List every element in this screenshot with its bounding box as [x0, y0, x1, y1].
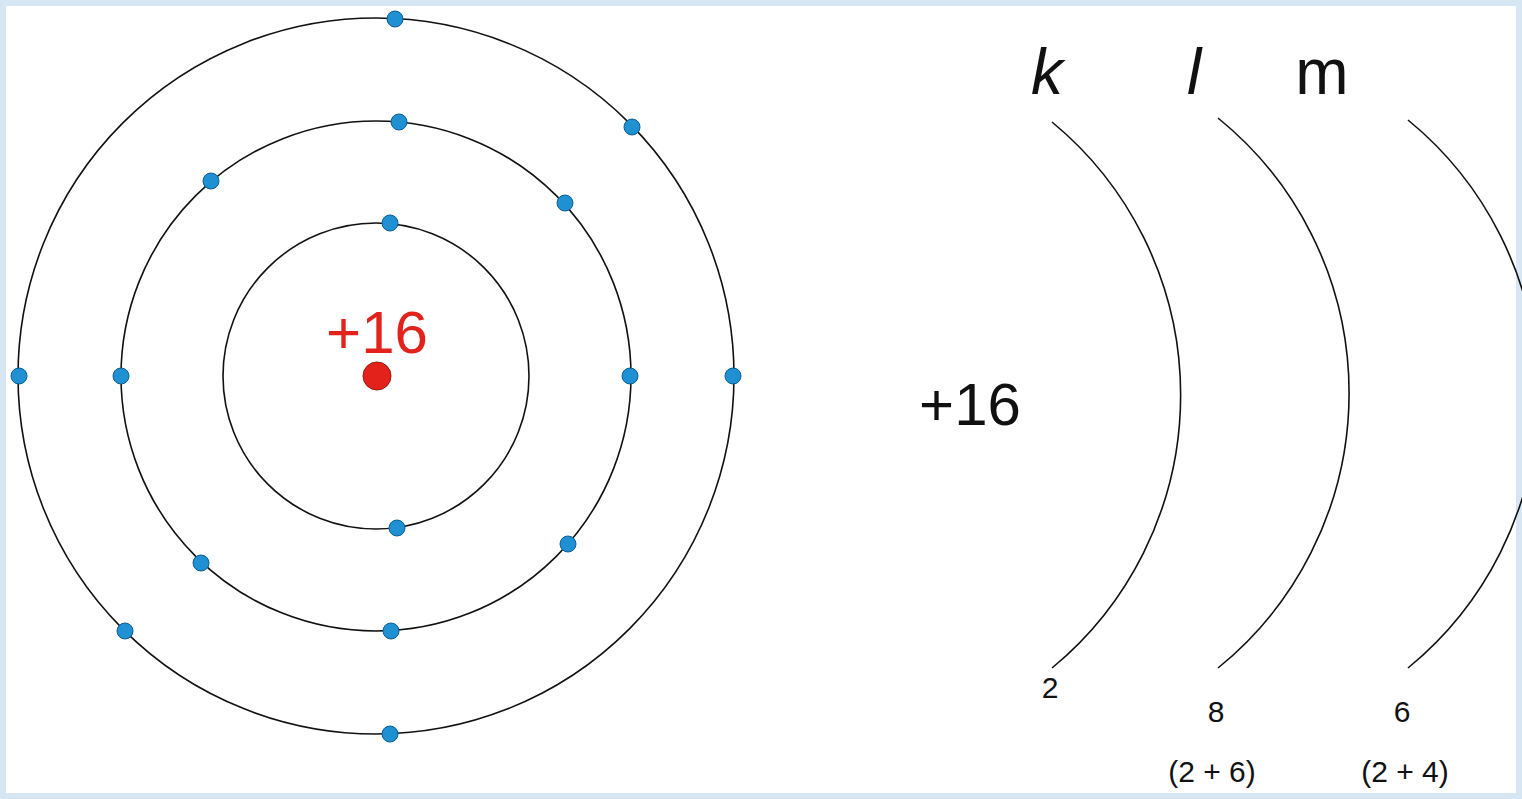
electron [382, 215, 398, 231]
shell-name: l [1187, 40, 1201, 104]
electron [382, 726, 398, 742]
nucleus-dot [361, 360, 393, 392]
nucleus-dot [363, 362, 391, 390]
electron [560, 536, 576, 552]
electron [113, 368, 129, 384]
shell-arcs [1052, 118, 1522, 668]
electron [203, 173, 219, 189]
electron-count: 6 [1394, 697, 1411, 727]
shell-name: m [1295, 40, 1348, 104]
orbit-m [18, 18, 734, 734]
electrons [11, 11, 741, 742]
electron [193, 555, 209, 571]
electron [383, 623, 399, 639]
electron-count: 2 [1042, 673, 1059, 703]
shell-arc-m [1408, 120, 1522, 668]
electron [389, 520, 405, 536]
electron [557, 195, 573, 211]
electron [391, 114, 407, 130]
shell-arc-k [1052, 122, 1181, 668]
shell-name: k [1031, 40, 1063, 104]
subshell-breakdown: (2 + 6) [1168, 757, 1256, 787]
electron [622, 368, 638, 384]
nucleus-charge: +16 [326, 303, 428, 363]
orbit-l [121, 121, 631, 631]
shell-arc-l [1218, 118, 1349, 668]
electron-orbits [18, 18, 734, 734]
electron [624, 119, 640, 135]
electron [387, 11, 403, 27]
subshell-breakdown: (2 + 4) [1361, 757, 1449, 787]
electron [117, 623, 133, 639]
orbit-k [223, 223, 529, 529]
electron [725, 368, 741, 384]
nucleus-charge: +16 [919, 375, 1021, 435]
electron [11, 368, 27, 384]
background-panel [6, 6, 1516, 793]
nucleus: +16 [326, 303, 428, 392]
electron-count: 8 [1208, 697, 1225, 727]
